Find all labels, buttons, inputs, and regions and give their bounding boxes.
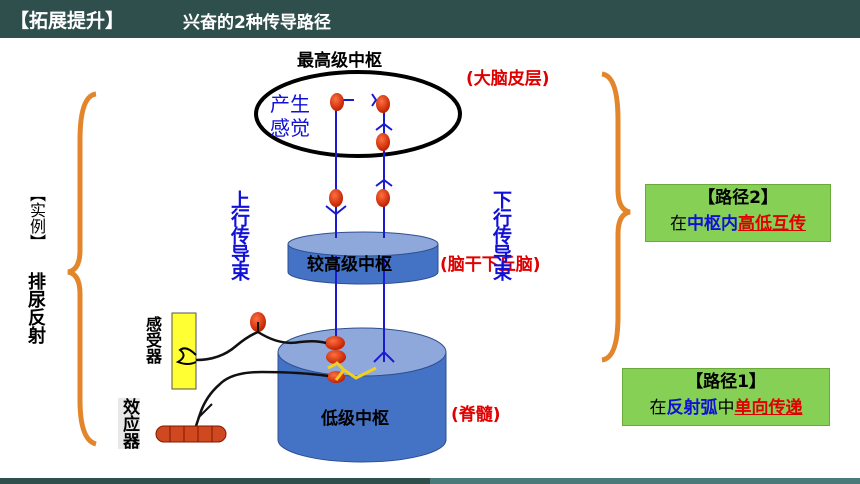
path2-p1: 在 xyxy=(670,214,687,234)
interneuron-connections xyxy=(327,360,377,381)
bottom-bar xyxy=(0,478,860,484)
ascending-label: 上行传导束 xyxy=(228,190,250,280)
path2-p3: 高低互传 xyxy=(738,214,806,234)
path1-box: 【路径1】 在反射弧中单向传递 xyxy=(622,368,830,426)
path1-title: 【路径1】 xyxy=(686,372,766,392)
header-title: 兴奋的2种传导路径 xyxy=(183,13,331,33)
path2-title: 【路径2】 xyxy=(698,188,778,208)
path1-p1: 在 xyxy=(649,398,667,418)
sensation-line1: 产生 xyxy=(270,92,310,116)
path1-p2: 反射弧 xyxy=(666,398,718,418)
example-name: 排尿反射 xyxy=(25,272,46,344)
right-brace xyxy=(601,71,631,363)
lower-note: (脊髓) xyxy=(451,405,501,425)
ascending-fiber xyxy=(325,99,354,342)
highest-note: (大脑皮层) xyxy=(466,69,550,89)
header-tag: 【拓展提升】 xyxy=(10,10,125,32)
receptor-label: 感受器 xyxy=(143,316,162,364)
descending-label: 下行传导束 xyxy=(490,190,512,280)
neuron-bodies xyxy=(250,93,390,383)
higher-center-label: 较高级中枢 xyxy=(307,255,392,275)
lower-center-cylinder xyxy=(277,327,447,463)
path2-box: 【路径2】 在中枢内高低互传 xyxy=(645,184,831,242)
descending-fiber xyxy=(371,93,395,363)
lower-center-label: 低级中枢 xyxy=(321,409,389,429)
left-brace xyxy=(67,91,97,447)
effector-label: 效应器 xyxy=(118,398,140,449)
highest-center-label: 最高级中枢 xyxy=(297,51,382,71)
cortex-ellipse xyxy=(254,70,462,158)
path1-p4: 单向传递 xyxy=(734,398,803,418)
sensation-line2: 感觉 xyxy=(270,116,310,140)
effector-muscle xyxy=(155,425,227,443)
example-tag: 【实例】 xyxy=(27,186,46,250)
path2-p2: 中枢内 xyxy=(687,214,738,234)
path1-p3: 中 xyxy=(717,398,735,418)
higher-center-cylinder xyxy=(287,231,439,285)
higher-note: (脑干下丘脑) xyxy=(440,255,541,275)
header-bar: 【拓展提升】 兴奋的2种传导路径 xyxy=(0,0,860,38)
